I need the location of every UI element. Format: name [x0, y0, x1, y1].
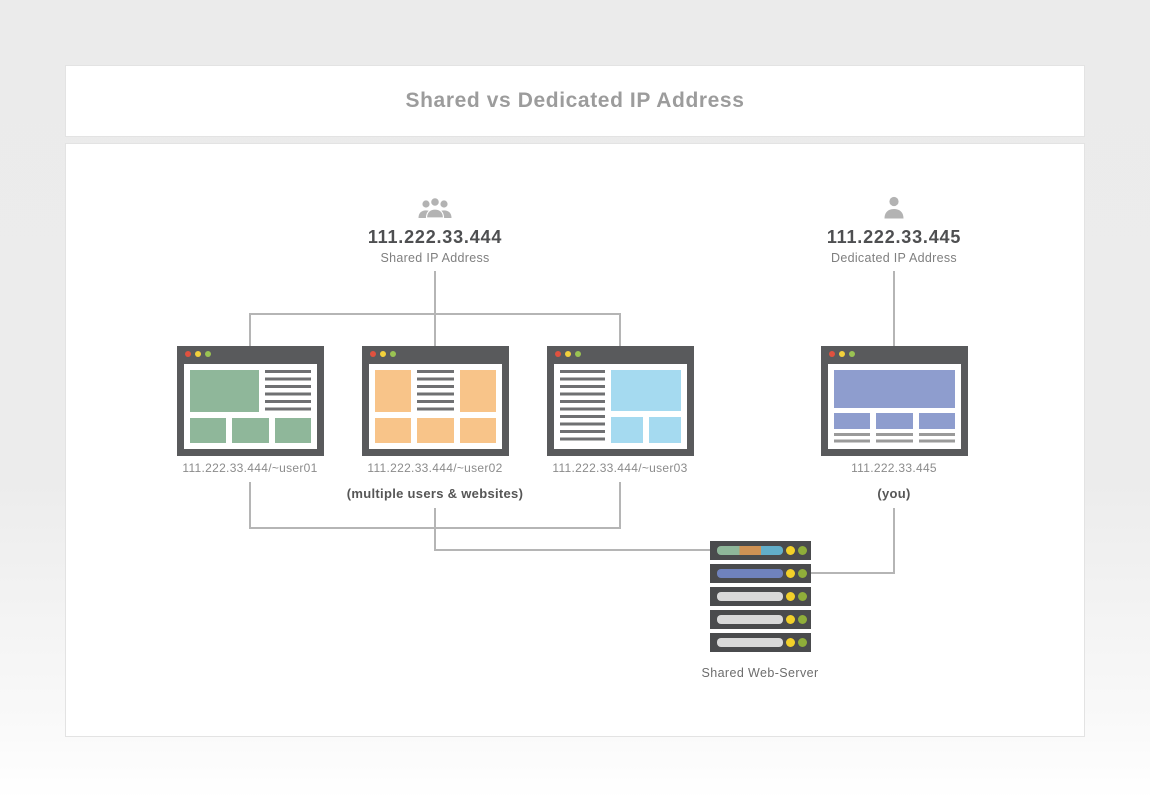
browser-window-user02 — [362, 346, 509, 456]
webpage-mock-periwinkle — [828, 364, 961, 449]
server-bar-shared-sites — [717, 546, 783, 555]
content-block — [459, 418, 496, 443]
led-green-icon — [798, 592, 807, 601]
browser-window-user01 — [177, 346, 324, 456]
content-block — [918, 413, 955, 429]
connector-shared-trunk — [434, 271, 436, 346]
minimize-dot-icon — [380, 351, 386, 357]
server-slab-shared — [710, 541, 811, 560]
server-bar-empty — [717, 638, 783, 647]
text-lines — [417, 370, 454, 412]
maximize-dot-icon — [390, 351, 396, 357]
text-lines — [834, 433, 871, 443]
dedicated-note: (you) — [877, 486, 911, 501]
close-dot-icon — [829, 351, 835, 357]
shared-ip-address: 111.222.33.444 — [367, 227, 503, 247]
close-dot-icon — [555, 351, 561, 357]
connector-site3-down — [619, 482, 621, 529]
site-url-user01: 111.222.33.444/~user01 — [182, 461, 318, 475]
text-lines — [918, 433, 955, 443]
window-control-dots — [555, 351, 581, 357]
user-icon — [784, 192, 1004, 220]
content-block — [611, 417, 644, 443]
close-dot-icon — [185, 351, 191, 357]
led-yellow-icon — [786, 592, 795, 601]
server-bar-dedicated-site — [717, 569, 783, 578]
content-block — [190, 418, 227, 443]
server-slab-empty — [710, 587, 811, 606]
connector-site1-down — [249, 482, 251, 529]
content-block — [834, 413, 871, 429]
shared-ip-header: 111.222.33.444 Shared IP Address — [325, 192, 545, 265]
shared-web-server — [710, 541, 811, 656]
webpage-mock-green — [184, 364, 317, 449]
text-lines — [265, 370, 311, 412]
page-title: Shared vs Dedicated IP Address — [405, 89, 745, 112]
led-yellow-icon — [786, 615, 795, 624]
content-block — [190, 370, 259, 412]
webpage-mock-orange — [369, 364, 502, 449]
dedicated-ip-label: Dedicated IP Address — [831, 251, 957, 265]
connector-dedicated-trunk — [893, 271, 895, 346]
content-block — [876, 413, 913, 429]
content-block — [417, 418, 454, 443]
window-control-dots — [370, 351, 396, 357]
maximize-dot-icon — [205, 351, 211, 357]
server-slab-dedicated — [710, 564, 811, 583]
dedicated-ip-header: 111.222.33.445 Dedicated IP Address — [784, 192, 1004, 265]
led-yellow-icon — [786, 546, 795, 555]
server-slab-empty — [710, 633, 811, 652]
content-block — [611, 370, 681, 412]
maximize-dot-icon — [849, 351, 855, 357]
led-yellow-icon — [786, 638, 795, 647]
connector-site3-drop — [619, 313, 621, 346]
minimize-dot-icon — [839, 351, 845, 357]
server-bar-empty — [717, 615, 783, 624]
window-control-dots — [829, 351, 855, 357]
connector-shared-to-server — [434, 549, 710, 551]
content-block — [649, 417, 681, 443]
connector-server-to-dedicated — [811, 572, 895, 574]
diagram-card: 111.222.33.444 Shared IP Address 111.222… — [65, 143, 1085, 737]
shared-ip-label: Shared IP Address — [380, 251, 490, 265]
webpage-mock-blue — [554, 364, 687, 449]
content-block — [375, 418, 412, 443]
connector-shared-to-server-down — [434, 508, 436, 551]
server-label: Shared Web-Server — [701, 666, 819, 680]
server-slab-empty — [710, 610, 811, 629]
content-block — [834, 370, 955, 408]
server-bar-empty — [717, 592, 783, 601]
content-block — [375, 370, 412, 412]
led-green-icon — [798, 615, 807, 624]
title-card: Shared vs Dedicated IP Address — [65, 65, 1085, 137]
connector-site1-drop — [249, 313, 251, 346]
led-yellow-icon — [786, 569, 795, 578]
window-control-dots — [185, 351, 211, 357]
content-block — [459, 370, 496, 412]
users-group-icon — [325, 192, 545, 220]
site-url-dedicated: 111.222.33.445 — [851, 461, 937, 475]
site-url-user03: 111.222.33.444/~user03 — [552, 461, 688, 475]
maximize-dot-icon — [575, 351, 581, 357]
dedicated-ip-address: 111.222.33.445 — [826, 227, 962, 247]
led-green-icon — [798, 546, 807, 555]
text-lines — [560, 370, 606, 443]
led-green-icon — [798, 638, 807, 647]
browser-window-dedicated — [821, 346, 968, 456]
minimize-dot-icon — [565, 351, 571, 357]
connector-dedicated-to-server-down — [893, 508, 895, 574]
content-block — [274, 418, 311, 443]
minimize-dot-icon — [195, 351, 201, 357]
close-dot-icon — [370, 351, 376, 357]
text-lines — [876, 433, 913, 443]
connector-shared-branch — [249, 313, 621, 315]
site-url-user02: 111.222.33.444/~user02 — [367, 461, 503, 475]
led-green-icon — [798, 569, 807, 578]
content-block — [232, 418, 269, 443]
browser-window-user03 — [547, 346, 694, 456]
shared-note: (multiple users & websites) — [346, 486, 524, 501]
